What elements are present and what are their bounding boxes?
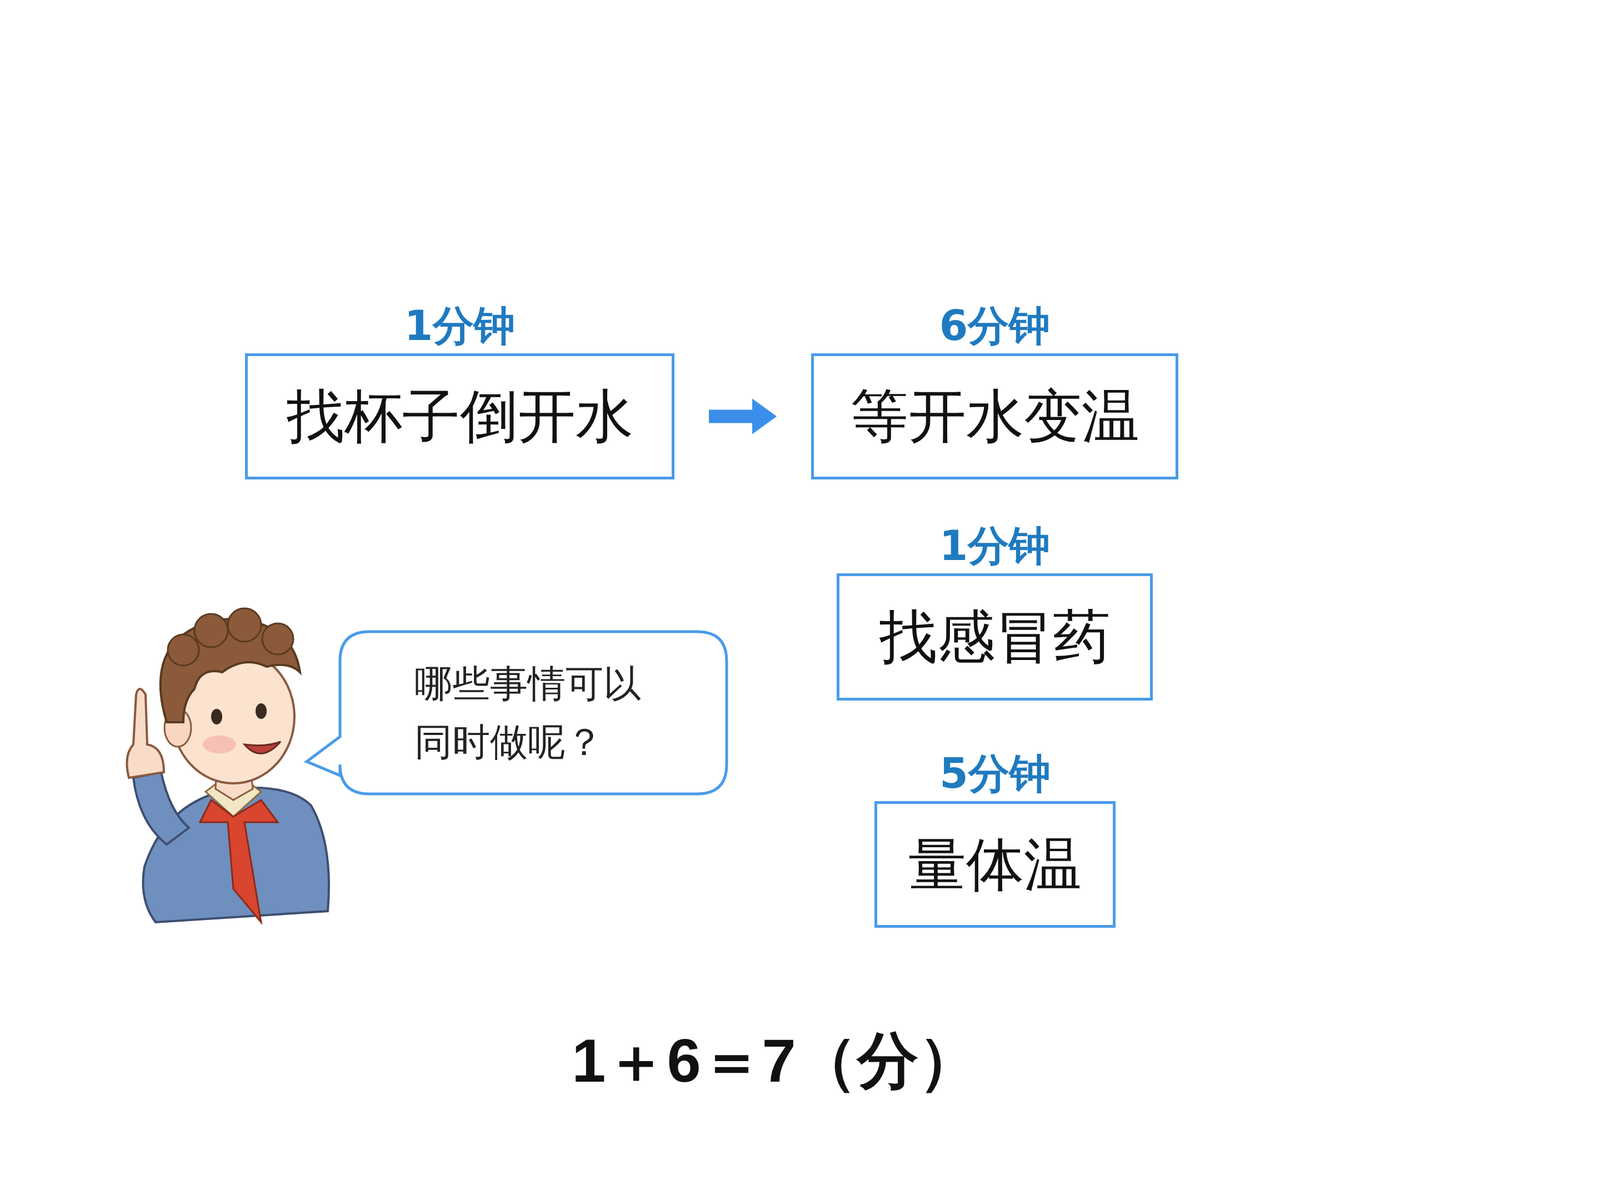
duration-label: 5分钟 [939,751,1051,797]
speech-text: 哪些事情可以 同时做呢？ [414,654,653,772]
duration-label: 6分钟 [939,303,1051,349]
process-box: 1分钟找杯子倒开水 [245,353,675,480]
process-box: 6分钟等开水变温 [811,353,1179,480]
task-text: 找杯子倒开水 [286,384,634,448]
task-text: 等开水变温 [850,384,1140,448]
task-text: 找感冒药 [879,605,1111,669]
speech-bubble: 哪些事情可以 同时做呢？ [338,630,728,795]
duration-label: 1分钟 [404,303,516,349]
process-box: 5分钟量体温 [874,801,1116,928]
task-text: 量体温 [908,832,1082,897]
equation-label: 1＋6＝7（分） [571,1020,980,1103]
process-box: 1分钟找感冒药 [836,573,1153,701]
bubble-outline [338,630,728,795]
duration-label: 1分钟 [939,523,1051,569]
flow-arrow [708,398,777,435]
